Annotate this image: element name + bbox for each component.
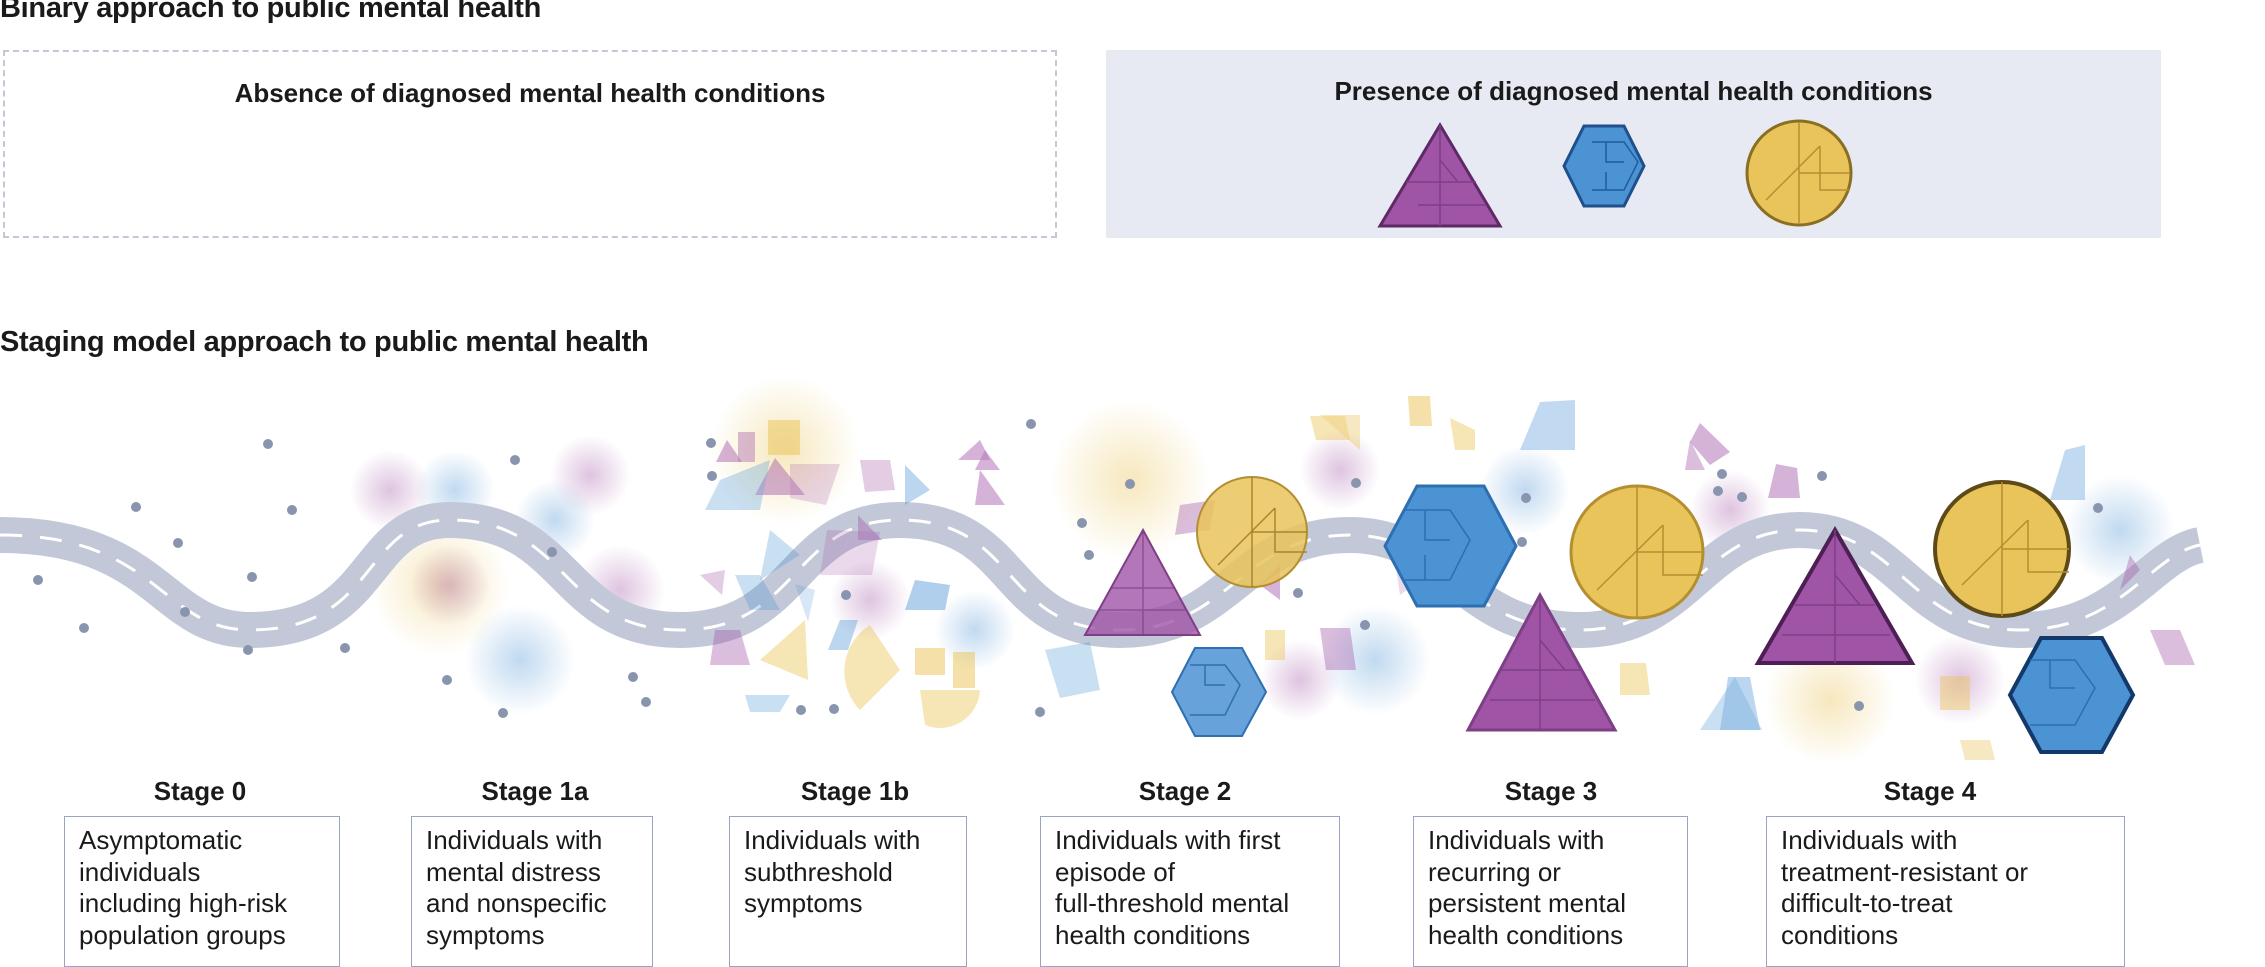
presence-panel: Presence of diagnosed mental health cond… <box>1106 50 2161 238</box>
hexagon-icon <box>1562 124 1646 208</box>
stage-4-title: Stage 4 <box>1883 776 1977 806</box>
stage-1a-title: Stage 1a <box>481 776 589 806</box>
triangle-icon <box>1377 122 1503 228</box>
binary-approach-title: Binary approach to public mental health <box>0 0 541 24</box>
stage-1a-description: Individuals with mental distress and non… <box>411 816 653 967</box>
stage-1b-title: Stage 1b <box>800 776 910 806</box>
absence-label: Absence of diagnosed mental health condi… <box>234 78 826 108</box>
absence-panel: Absence of diagnosed mental health condi… <box>3 50 1057 238</box>
stage-2-shapes <box>1083 476 1308 737</box>
stage-2-title: Stage 2 <box>1138 776 1232 806</box>
presence-label: Presence of diagnosed mental health cond… <box>1334 76 1933 106</box>
stage-0-description: Asymptomatic individuals including high-… <box>64 816 340 967</box>
stage-4-shapes <box>1754 480 2136 754</box>
stage-3-shapes <box>1383 484 1705 732</box>
stage-2-description: Individuals with first episode of full-t… <box>1040 816 1340 967</box>
scattered-dots <box>33 419 2103 718</box>
stage-0-title: Stage 0 <box>153 776 247 806</box>
stage-1b-description: Individuals with subthreshold symptoms <box>729 816 967 967</box>
stage-3-description: Individuals with recurring or persistent… <box>1413 816 1688 967</box>
stage-4-description: Individuals with treatment-resistant or … <box>1766 816 2125 967</box>
condition-icons <box>1377 119 1853 228</box>
winding-road <box>0 501 2205 649</box>
staging-model-title: Staging model approach to public mental … <box>0 326 649 358</box>
circle-icon <box>1745 119 1853 227</box>
stage-3-title: Stage 3 <box>1504 776 1598 806</box>
road-illustration <box>0 380 2205 760</box>
tangram-fragments <box>700 396 2195 760</box>
